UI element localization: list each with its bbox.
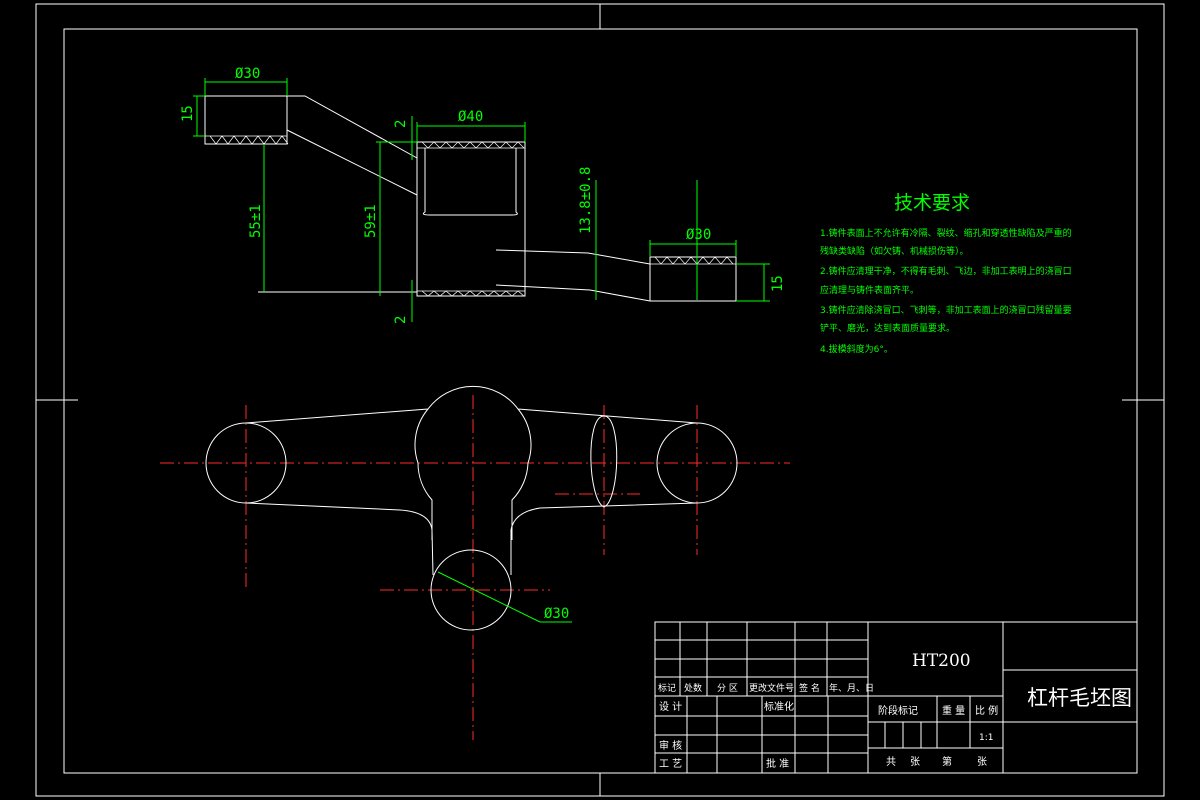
tb-sheet-total: 共 xyxy=(886,756,896,768)
center-boss-hatch-bottom xyxy=(417,290,525,297)
dim-left-boss-height: 15 xyxy=(180,105,196,122)
center-boss xyxy=(416,141,526,297)
top-slot xyxy=(590,415,618,508)
top-view: Ø30 xyxy=(160,385,790,740)
left-boss xyxy=(204,95,288,145)
top-body-outline xyxy=(245,385,698,576)
top-view-centerlines xyxy=(160,395,790,740)
bottom-boss-dia-leader xyxy=(437,571,541,623)
left-boss-hatch xyxy=(205,135,289,145)
tb-weight: 重 量 xyxy=(942,704,965,717)
dim-bottom-gap: 2 xyxy=(393,316,409,324)
material-label: HT200 xyxy=(912,651,971,671)
dim-left-boss-dia: Ø30 xyxy=(235,66,260,82)
front-dimension-texts: Ø30 15 2 Ø40 55±1 59±1 2 13.8±0.8 Ø30 15 xyxy=(180,66,786,324)
tb-review: 审 核 xyxy=(659,739,682,752)
technical-requirements: 技术要求 1.铸件表面上不允许有冷隔、裂纹、缩孔和穿透性缺陷及严重的 残缺类缺陷… xyxy=(820,192,1072,355)
dim-left-gap-top: 2 xyxy=(393,120,409,128)
dim-right-boss-height: 15 xyxy=(770,275,786,292)
top-bottom-boss xyxy=(430,549,512,631)
center-boss-hatch-top xyxy=(417,141,525,149)
tb-sheet-unit-2: 张 xyxy=(977,756,987,768)
tb-scale: 1:1 xyxy=(979,733,993,743)
requirement-line-7: 4.拔模斜度为6°。 xyxy=(820,343,893,355)
right-boss xyxy=(649,256,737,302)
requirement-line-3: 2.铸件应清理干净，不得有毛刺、飞边，非加工表明上的浇冒口 xyxy=(820,265,1072,277)
center-boss-bore xyxy=(422,148,518,216)
dim-bottom-boss-dia: Ø30 xyxy=(544,606,569,622)
tb-header-count: 处数 xyxy=(684,682,702,694)
requirement-line-1: 1.铸件表面上不允许有冷隔、裂纹、缩孔和穿透性缺陷及严重的 xyxy=(820,227,1072,239)
tb-sheet-no: 第 xyxy=(942,755,952,768)
right-arm xyxy=(495,249,651,302)
dim-left-height: 55±1 xyxy=(248,204,264,238)
left-arm xyxy=(286,95,418,196)
requirement-line-6: 铲平、磨光，达到表面质量要求。 xyxy=(820,322,955,334)
front-view xyxy=(204,95,737,302)
requirement-line-2: 残缺类缺陷（如欠铸、机械损伤等）。 xyxy=(820,245,969,257)
tb-standard: 标准化 xyxy=(764,700,794,713)
tb-header-date: 年、月、日 xyxy=(829,682,874,694)
sheet-inner-frame xyxy=(63,28,1138,774)
dim-right-offset: 13.8±0.8 xyxy=(578,167,594,234)
tb-header-sign: 签 名 xyxy=(799,682,820,694)
centering-marks xyxy=(36,4,1164,796)
part-name: 杠杆毛坯图 xyxy=(1027,686,1132,710)
tb-stage-mark: 阶段标记 xyxy=(878,704,918,717)
requirement-line-5: 3.铸件应清除浇冒口、飞刺等，非加工表面上的浇冒口残留量要 xyxy=(820,304,1072,316)
dim-center-boss-dia: Ø40 xyxy=(458,109,483,125)
tb-header-zone: 分 区 xyxy=(717,683,738,694)
tb-ratio: 比 例 xyxy=(975,704,998,717)
requirements-title: 技术要求 xyxy=(894,192,970,214)
tb-design: 设 计 xyxy=(659,700,682,713)
tb-header-mark: 标记 xyxy=(658,682,676,694)
front-dimensions xyxy=(193,78,770,322)
dim-center-height: 59±1 xyxy=(363,204,379,238)
tb-header-change-doc: 更改文件号 xyxy=(749,682,794,694)
tb-process: 工 艺 xyxy=(659,758,682,770)
right-boss-hatch xyxy=(650,256,736,265)
requirement-line-4: 应清理与铸件表面齐平。 xyxy=(820,284,919,296)
title-block: HT200 杠杆毛坯图 标记 处数 分 区 更改文件号 签 名 年、月、日 设 … xyxy=(654,621,1138,774)
tb-approve: 批 准 xyxy=(766,757,789,770)
dim-right-boss-dia: Ø30 xyxy=(686,227,711,243)
front-extension-lines xyxy=(258,291,418,296)
tb-sheet-unit-1: 张 xyxy=(910,756,920,768)
